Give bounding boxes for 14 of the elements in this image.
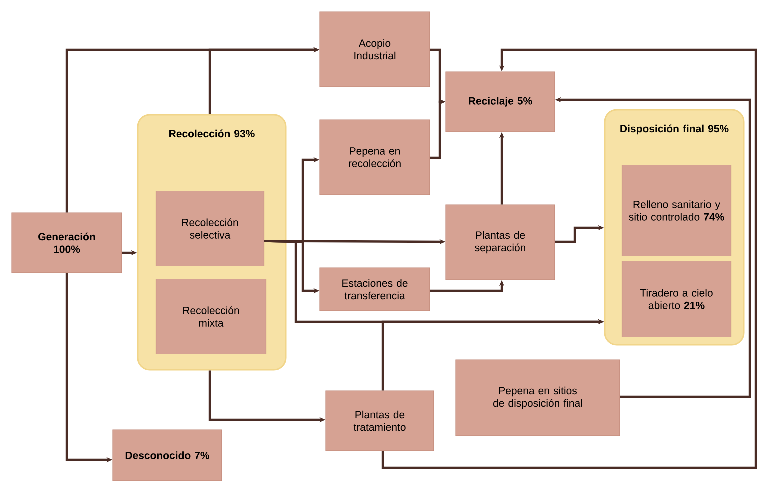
process-box: Estaciones de transferencia [320,268,430,312]
process-box: Reciclaje 5% [446,72,556,132]
process-box: Recolección mixta [156,278,267,355]
process-box: Tiradero a cielo abierto 21% [622,260,732,338]
process-box: Relleno sanitario y sitio controlado 74% [622,164,732,257]
process-box: Desconocido 7% [112,430,222,482]
process-box: Generación 100% [12,212,122,274]
process-box: Plantas de tratamiento [326,390,434,452]
process-box: Acopio Industrial [320,12,430,88]
arrow [382,48,758,470]
process-box: Recolección selectiva [156,190,265,267]
process-box: Plantas de separación [446,204,556,280]
process-box: Pepena en sitios de disposición final [456,360,620,436]
process-box: Pepena en recolección [320,120,430,196]
